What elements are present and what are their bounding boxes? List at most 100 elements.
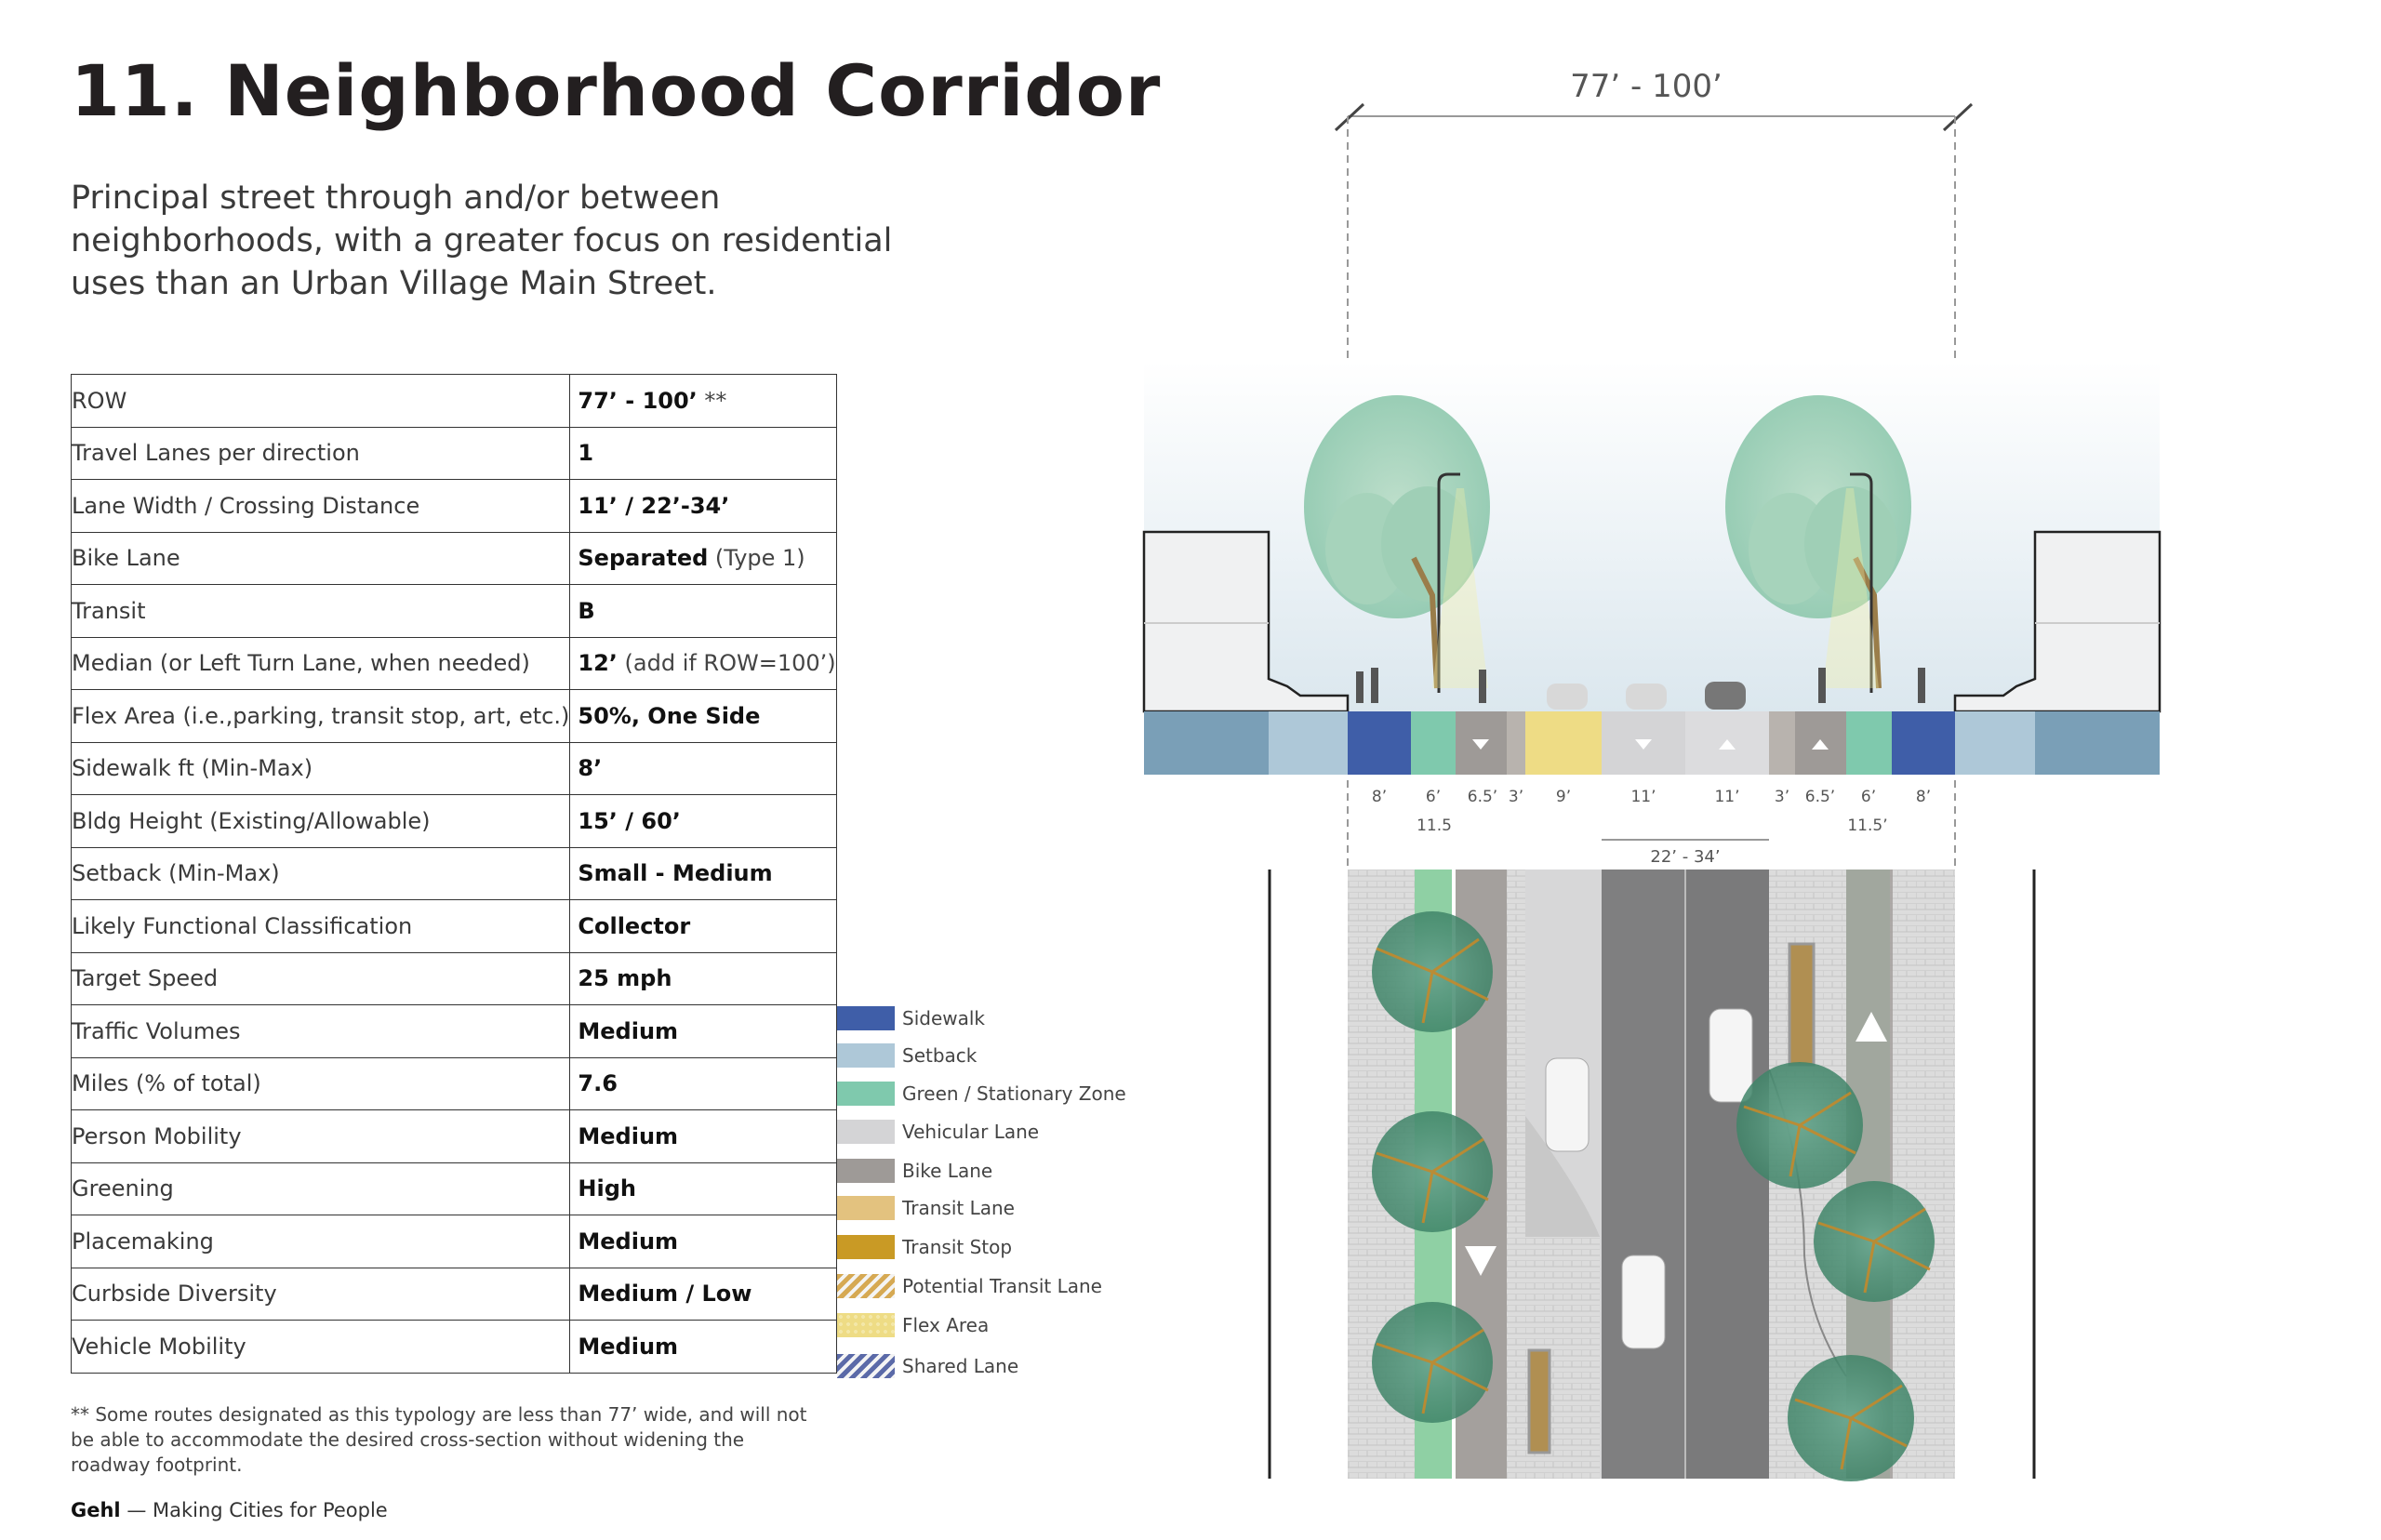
direction-arrow-icon: [1472, 739, 1489, 750]
legend-item: Potential Transit Lane: [837, 1272, 1102, 1300]
legend-label: Potential Transit Lane: [902, 1275, 1102, 1297]
spec-row: Travel Lanes per direction 1: [70, 426, 837, 480]
spec-label: Sidewalk ft (Min-Max): [70, 741, 571, 795]
spec-value-bold: 15’ / 60’: [578, 807, 681, 834]
spec-value-bold: Medium: [578, 1228, 679, 1255]
spec-label: Greening: [70, 1162, 571, 1215]
zone-width-label: 11.5: [1417, 816, 1452, 835]
overall-dimension-label: 77’ - 100’: [1570, 68, 1723, 105]
direction-arrow-icon: [1719, 739, 1736, 750]
legend-item: Bike Lane: [837, 1157, 992, 1185]
spec-value-bold: 7.6: [578, 1070, 618, 1097]
lane-segment: [1507, 711, 1525, 775]
spec-row: Greening High: [70, 1162, 837, 1215]
lane-width-label: 6.5’: [1805, 788, 1835, 806]
spec-value-bold: Collector: [578, 912, 691, 939]
legend-label: Vehicular Lane: [902, 1121, 1040, 1143]
spec-value-bold: 8’: [578, 755, 603, 782]
spec-value: Medium / Low: [569, 1267, 837, 1321]
spec-value-bold: 77’ - 100’: [578, 387, 698, 414]
spec-value-bold: Medium / Low: [578, 1281, 752, 1308]
credit-brand: Gehl: [71, 1499, 121, 1521]
legend-swatch: [837, 1274, 895, 1298]
spec-label: Bldg Height (Existing/Allowable): [70, 794, 571, 848]
credit-tagline: — Making Cities for People: [120, 1499, 388, 1521]
legend-swatch: [837, 1159, 895, 1183]
legend-item: Transit Lane: [837, 1194, 1015, 1222]
legend-swatch: [837, 1082, 895, 1106]
tree-left: [1304, 395, 1490, 689]
lane-segment: [1846, 711, 1892, 775]
street-light-right: [1823, 472, 1879, 693]
spec-value: Small - Medium: [569, 846, 837, 900]
spec-value-bold: 1: [578, 440, 594, 467]
lane-width-label: 6.5’: [1468, 788, 1497, 806]
lane-width-label: 6’: [1426, 788, 1441, 806]
credit: Gehl — Making Cities for People: [71, 1499, 388, 1521]
legend-swatch: [837, 1043, 895, 1068]
spec-value: 11’ / 22’-34’: [569, 479, 837, 533]
spec-label: Travel Lanes per direction: [70, 426, 571, 480]
legend-swatch: [837, 1235, 895, 1259]
spec-value-note: (add if ROW=100’): [617, 650, 836, 677]
legend-item: Setback: [837, 1042, 977, 1069]
legend-label: Green / Stationary Zone: [902, 1082, 1126, 1105]
crossing-distance-label: 22’ - 34’: [1650, 847, 1720, 867]
tree-right: [1725, 395, 1911, 689]
spec-row: Miles (% of total) 7.6: [70, 1056, 837, 1110]
spec-value: 8’: [569, 741, 837, 795]
lane-segment: [1769, 711, 1795, 775]
spec-label: Setback (Min-Max): [70, 846, 571, 900]
spec-value-bold: 11’ / 22’-34’: [578, 492, 730, 519]
spec-value-note: **: [697, 387, 727, 414]
legend-label: Sidewalk: [902, 1007, 986, 1029]
legend-item: Green / Stationary Zone: [837, 1080, 1126, 1108]
lane-segment: [1411, 711, 1456, 775]
spec-value: High: [569, 1162, 837, 1215]
legend-label: Flex Area: [902, 1314, 990, 1336]
lane-width-label: 3’: [1775, 788, 1789, 806]
legend-label: Shared Lane: [902, 1355, 1019, 1377]
legend-item: Transit Stop: [837, 1233, 1012, 1261]
spec-row: Flex Area (i.e.,parking, transit stop, a…: [70, 689, 837, 743]
spec-value-bold: Medium: [578, 1122, 679, 1149]
spec-value-bold: Small - Medium: [578, 860, 773, 887]
lane-segment: [1955, 711, 2035, 775]
spec-value: 25 mph: [569, 951, 837, 1005]
lane-width-label: 3’: [1509, 788, 1523, 806]
spec-value: B: [569, 584, 837, 638]
spec-value-bold: 12’: [578, 650, 618, 677]
spec-value-note: (Type 1): [708, 545, 805, 572]
spec-label: Likely Functional Classification: [70, 899, 571, 953]
street-light-left: [1432, 472, 1488, 693]
lane-segment: [2035, 711, 2160, 775]
spec-value: 7.6: [569, 1056, 837, 1110]
legend-swatch: [837, 1313, 895, 1337]
spec-label: Median (or Left Turn Lane, when needed): [70, 636, 571, 690]
spec-value-bold: High: [578, 1175, 636, 1202]
legend-label: Bike Lane: [902, 1160, 993, 1182]
spec-value-bold: Separated: [578, 545, 709, 572]
spec-value: 77’ - 100’ **: [569, 374, 837, 428]
spec-value: Separated (Type 1): [569, 531, 837, 585]
spec-value: Medium: [569, 1109, 837, 1163]
lane-width-label: 6’: [1861, 788, 1876, 806]
legend-item: Vehicular Lane: [837, 1118, 1039, 1146]
plan-view: [1268, 870, 2036, 1481]
spec-row: Sidewalk ft (Min-Max) 8’: [70, 741, 837, 795]
zone-width-label: 11.5’: [1847, 816, 1887, 835]
spec-label: Miles (% of total): [70, 1056, 571, 1110]
spec-row: Median (or Left Turn Lane, when needed)1…: [70, 636, 837, 690]
spec-value-bold: 25 mph: [578, 965, 672, 992]
spec-value: 12’ (add if ROW=100’): [569, 636, 837, 690]
